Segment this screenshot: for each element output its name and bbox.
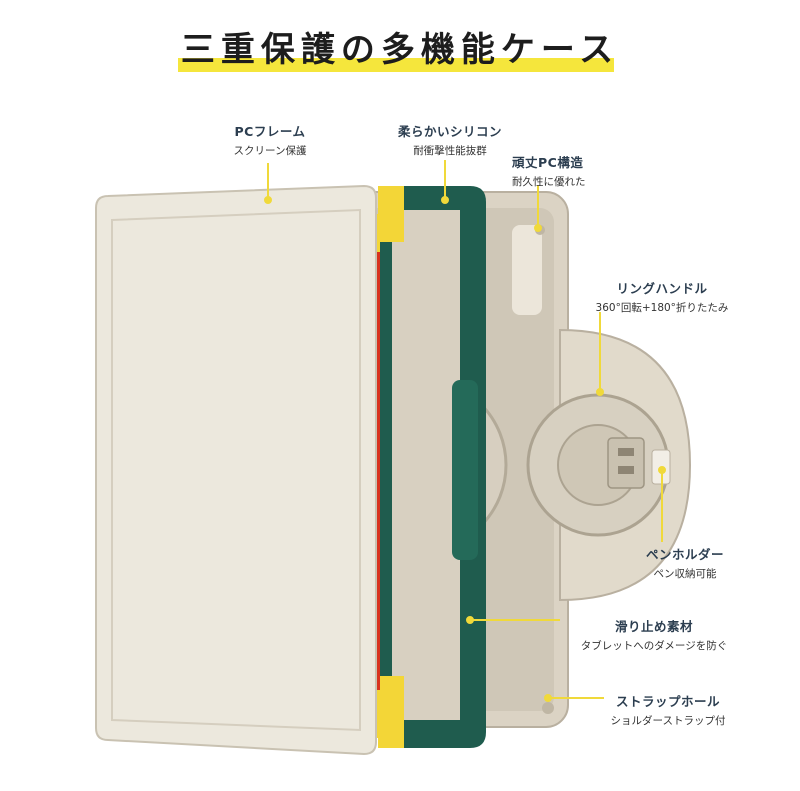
feature-title: ストラップホール [615, 694, 720, 709]
feature-title: ペンホルダー [645, 547, 724, 562]
feature-subtitle: 360°回転+180°折りたたみ [595, 302, 729, 314]
feature-subtitle: 耐衝撃性能抜群 [413, 145, 487, 157]
feature-title: 柔らかいシリコン [397, 124, 502, 139]
title-area: 三重保護の多機能ケース [0, 22, 800, 71]
callout-pointers [264, 160, 666, 702]
feature-subtitle: 耐久性に優れた [512, 176, 586, 188]
ring-handle [526, 328, 692, 602]
feature-anti-slip: 滑り止め素材 タブレットへのダメージを防ぐ [564, 616, 744, 653]
title-highlight [178, 58, 614, 72]
feature-pen-holder: ペンホルダー ペン収納可能 [630, 544, 740, 581]
feature-title: 頑丈PC構造 [512, 155, 584, 170]
feature-title: 滑り止め素材 [614, 619, 693, 634]
feature-subtitle: スクリーン保護 [233, 145, 307, 157]
feature-title: リングハンドル [616, 281, 708, 296]
feature-title: PCフレーム [234, 124, 306, 139]
feature-ring-handle: リングハンドル 360°回転+180°折りたたみ [582, 278, 742, 315]
pc-frame [95, 184, 377, 756]
feature-subtitle: ペン収納可能 [653, 568, 717, 580]
feature-subtitle: ショルダーストラップ付 [610, 715, 726, 727]
feature-strap-hole: ストラップホール ショルダーストラップ付 [598, 691, 738, 728]
feature-soft-silicone: 柔らかいシリコン 耐衝撃性能抜群 [380, 121, 520, 158]
feature-pc-frame: PCフレーム スクリーン保護 [210, 121, 330, 158]
page-title: 三重保護の多機能ケース [180, 30, 620, 70]
green-silicone [378, 186, 486, 748]
feature-subtitle: タブレットへのダメージを防ぐ [580, 640, 728, 652]
feature-hard-pc: 頑丈PC構造 耐久性に優れた [512, 152, 632, 189]
